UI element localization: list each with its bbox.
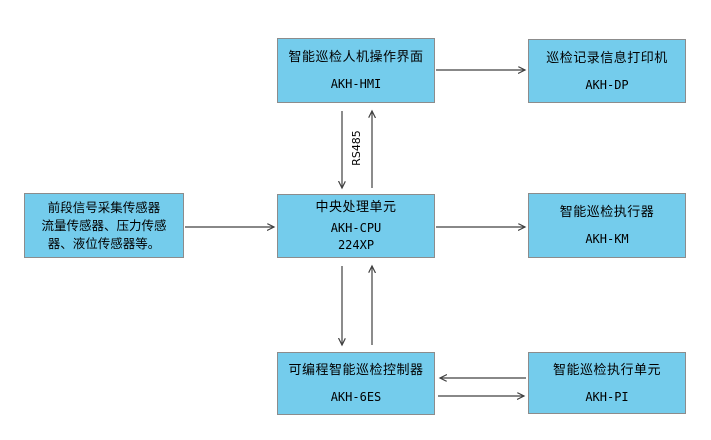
- node-printer-model: AKH-DP: [585, 77, 629, 92]
- node-actuator-title: 智能巡检执行器: [559, 205, 655, 220]
- node-sensors-line1: 前段信号采集传感器: [47, 199, 161, 215]
- node-exec-unit-title: 智能巡检执行单元: [552, 362, 661, 378]
- node-sensors: 前段信号采集传感器 流量传感器、压力传感 器、液位传感器等。: [24, 193, 184, 258]
- node-hmi-title: 智能巡检人机操作界面: [288, 50, 424, 65]
- node-cpu-model: AKH-CPU: [330, 221, 382, 235]
- node-actuator-model: AKH-KM: [585, 232, 629, 246]
- node-sensors-line3: 器、液位传感器等。: [47, 235, 161, 251]
- node-sensors-line2: 流量传感器、压力传感: [41, 217, 167, 233]
- node-exec-unit: 智能巡检执行单元 AKH-PI: [528, 352, 686, 414]
- node-printer-title: 巡检记录信息打印机: [546, 50, 668, 66]
- node-plc-model: AKH-6ES: [330, 390, 382, 404]
- node-hmi-model: AKH-HMI: [330, 77, 382, 91]
- node-cpu-model2: 224XP: [337, 238, 375, 252]
- node-cpu: 中央处理单元 AKH-CPU 224XP: [277, 194, 435, 258]
- node-actuator: 智能巡检执行器 AKH-KM: [528, 193, 686, 258]
- node-exec-unit-model: AKH-PI: [585, 389, 629, 404]
- node-cpu-title: 中央处理单元: [315, 200, 397, 215]
- node-printer: 巡检记录信息打印机 AKH-DP: [528, 39, 686, 103]
- node-plc-title: 可编程智能巡检控制器: [288, 363, 424, 378]
- node-hmi: 智能巡检人机操作界面 AKH-HMI: [277, 38, 435, 103]
- rs485-bus-label: RS485: [350, 130, 363, 166]
- node-plc: 可编程智能巡检控制器 AKH-6ES: [277, 352, 435, 415]
